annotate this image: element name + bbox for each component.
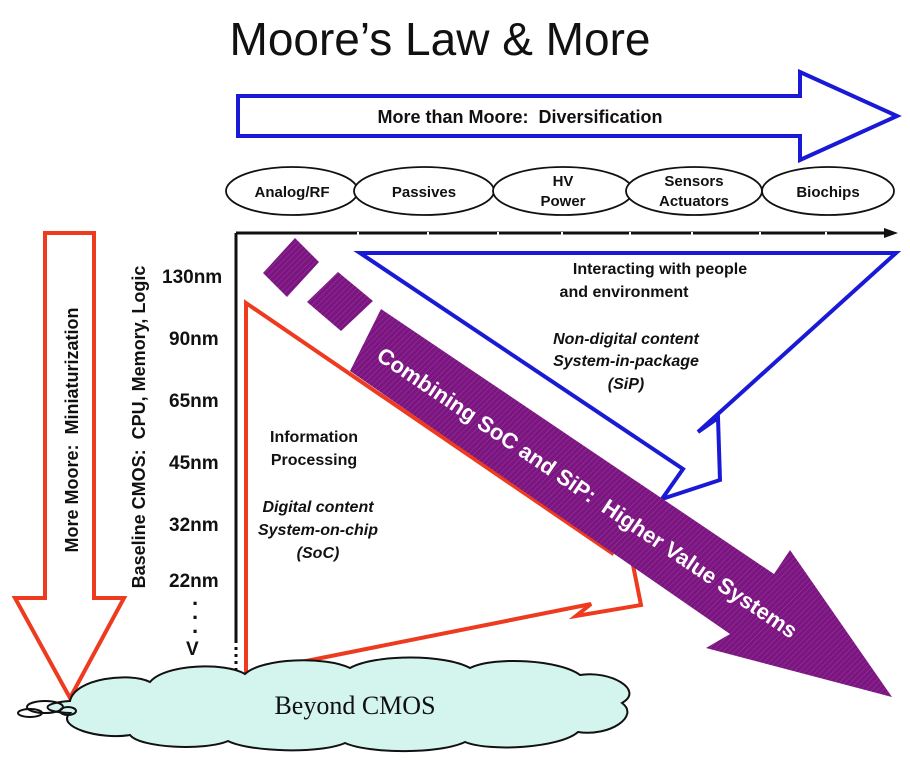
information-italic3: (SoC) bbox=[297, 545, 340, 562]
node-label: 130nm bbox=[162, 267, 222, 288]
baseline-cmos-label: Baseline CMOS: CPU, Memory, Logic bbox=[129, 266, 149, 589]
interacting-line2: and environment bbox=[560, 284, 690, 301]
interacting-line1: Interacting with people bbox=[573, 261, 747, 278]
cloud-tail bbox=[17, 700, 77, 718]
beyond-cmos-label: Beyond CMOS bbox=[274, 691, 435, 720]
node-continuation-dot: . bbox=[192, 599, 198, 624]
purple-square-1 bbox=[263, 238, 319, 297]
category-label-passives: Passives bbox=[392, 184, 456, 201]
interacting-italic3: (SiP) bbox=[608, 376, 644, 393]
information-line1: Information bbox=[270, 429, 358, 446]
information-italic2: System-on-chip bbox=[258, 522, 378, 539]
node-continuation-dot: . bbox=[192, 613, 198, 638]
interacting-italic1: Non-digital content bbox=[553, 331, 699, 348]
node-label: 90nm bbox=[169, 329, 219, 350]
information-line2: Processing bbox=[271, 452, 357, 469]
category-label-biochips: Biochips bbox=[796, 184, 859, 201]
category-label-sensors: Sensors bbox=[664, 173, 723, 190]
node-continuation-end: V bbox=[186, 639, 199, 660]
node-labels: 130nm 90nm 65nm 45nm 32nm 22nm . . . V bbox=[162, 267, 222, 660]
more-than-moore-label: More than Moore: Diversification bbox=[377, 107, 662, 127]
page-title: Moore’s Law & More bbox=[230, 13, 651, 65]
more-than-moore-arrow bbox=[236, 68, 902, 164]
more-moore-label: More Moore: Miniaturization bbox=[62, 308, 82, 553]
category-ellipses: Analog/RF Passives HV Power Sensors Actu… bbox=[225, 166, 895, 216]
horizontal-axis-arrowhead bbox=[884, 228, 898, 238]
beyond-cmos-cloud bbox=[46, 656, 631, 753]
axis-ticks bbox=[357, 232, 827, 235]
node-label: 65nm bbox=[169, 391, 219, 412]
node-label: 45nm bbox=[169, 453, 219, 474]
more-moore-arrow bbox=[11, 231, 128, 703]
purple-square-2 bbox=[307, 272, 373, 331]
information-text: Information Processing Digital content S… bbox=[258, 429, 378, 562]
node-label: 22nm bbox=[169, 571, 219, 592]
interacting-italic2: System-in-package bbox=[553, 353, 699, 370]
node-continuation-dot: . bbox=[192, 585, 198, 610]
category-label-actuators: Actuators bbox=[659, 193, 729, 210]
combining-arrow bbox=[350, 309, 892, 697]
interacting-arrow bbox=[353, 251, 902, 503]
category-label-power: Power bbox=[540, 193, 585, 210]
node-label: 32nm bbox=[169, 515, 219, 536]
category-label-analog-rf: Analog/RF bbox=[255, 184, 330, 201]
interacting-text: Interacting with people and environment … bbox=[553, 261, 747, 393]
category-biochips bbox=[761, 166, 895, 216]
category-label-hv: HV bbox=[553, 173, 574, 190]
information-italic1: Digital content bbox=[262, 499, 374, 516]
